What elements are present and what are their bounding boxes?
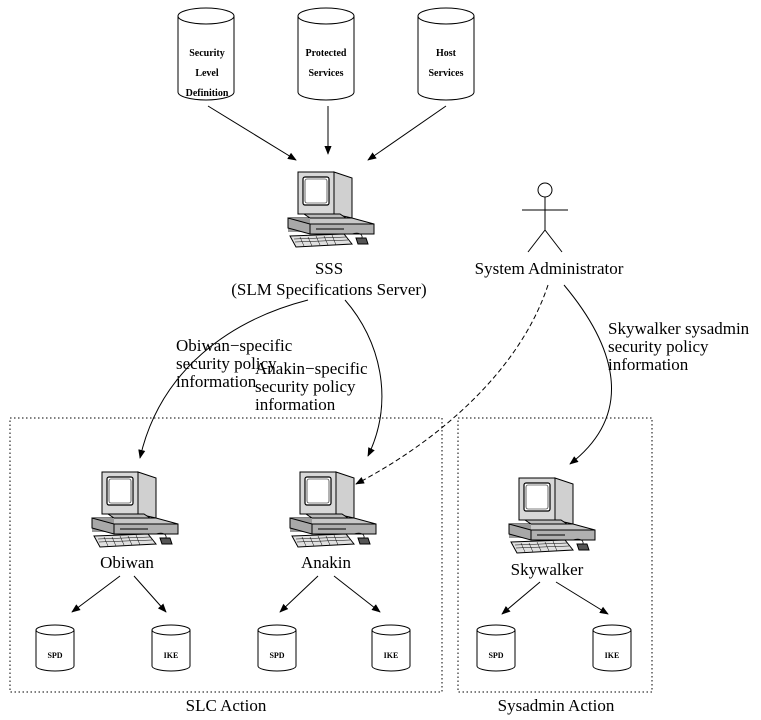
host-services-label-2: Services xyxy=(429,68,464,79)
obiwan-policy-line-2: security policy xyxy=(176,354,277,373)
sysadmin-action-group-box xyxy=(457,417,653,693)
skywalker-computer-icon xyxy=(508,477,596,554)
sss-name: SSS xyxy=(315,259,343,278)
db-to-sss-arrows xyxy=(207,105,447,161)
anakin-policy-line-1: Anakin−specific xyxy=(255,359,368,378)
arrow-sss-to-obiwan xyxy=(138,299,309,459)
arrow-sss-to-anakin xyxy=(344,299,383,457)
anakin-ike-label: IKE xyxy=(384,651,399,660)
arrow-sysadmin-to-anakin-dashed xyxy=(355,284,549,485)
security-level-definition-label-3: Definition xyxy=(186,88,229,99)
arrow-sld-to-sss xyxy=(207,105,297,161)
anakin-label: Anakin xyxy=(301,553,352,572)
slc-action-label: SLC Action xyxy=(186,696,267,715)
arrow-hs-to-sss xyxy=(367,105,447,161)
security-level-definition-label-2: Level xyxy=(195,68,219,79)
anakin-spd-db: SPD xyxy=(257,624,297,672)
obiwan-policy-line-1: Obiwan−specific xyxy=(176,336,293,355)
host-services-db: Host Services xyxy=(417,7,475,101)
arrow-sysadmin-to-skywalker xyxy=(563,284,612,465)
protected-services-label-1: Protected xyxy=(306,48,347,59)
sss-computer-icon xyxy=(287,171,375,248)
skywalker-policy-label: Skywalker sysadmin security policy infor… xyxy=(608,319,750,374)
obiwan-spd-label: SPD xyxy=(47,651,62,660)
skywalker-policy-line-1: Skywalker sysadmin xyxy=(608,319,750,338)
anakin-policy-label: Anakin−specific security policy informat… xyxy=(255,359,368,414)
skywalker-spd-db: SPD xyxy=(476,624,516,672)
skywalker-label: Skywalker xyxy=(511,560,584,579)
slc-action-group-box xyxy=(9,417,443,693)
obiwan-policy-label: Obiwan−specific security policy informat… xyxy=(176,336,293,391)
sss-full-name: (SLM Specifications Server) xyxy=(231,280,426,299)
protected-services-db: Protected Services xyxy=(297,7,355,101)
anakin-computer-icon xyxy=(289,471,377,548)
obiwan-spd-db: SPD xyxy=(35,624,75,672)
security-level-definition-label-1: Security xyxy=(189,48,225,59)
host-to-db-arrows xyxy=(71,575,609,615)
obiwan-ike-db: IKE xyxy=(151,624,191,672)
anakin-spd-label: SPD xyxy=(269,651,284,660)
obiwan-computer-icon xyxy=(91,471,179,548)
system-administrator-actor-icon xyxy=(522,182,568,253)
system-administrator-label: System Administrator xyxy=(475,259,624,278)
obiwan-label: Obiwan xyxy=(100,553,154,572)
skywalker-ike-db: IKE xyxy=(592,624,632,672)
skywalker-spd-label: SPD xyxy=(488,651,503,660)
anakin-ike-db: IKE xyxy=(371,624,411,672)
sysadmin-action-label: Sysadmin Action xyxy=(498,696,615,715)
host-services-label-1: Host xyxy=(436,48,457,59)
obiwan-ike-label: IKE xyxy=(164,651,179,660)
skywalker-ike-label: IKE xyxy=(605,651,620,660)
anakin-policy-line-2: security policy xyxy=(255,377,356,396)
obiwan-policy-line-3: information xyxy=(176,372,257,391)
security-level-definition-db: Security Level Definition xyxy=(177,7,235,101)
skywalker-policy-line-3: information xyxy=(608,355,689,374)
anakin-policy-line-3: information xyxy=(255,395,336,414)
skywalker-policy-line-2: security policy xyxy=(608,337,709,356)
protected-services-label-2: Services xyxy=(309,68,344,79)
